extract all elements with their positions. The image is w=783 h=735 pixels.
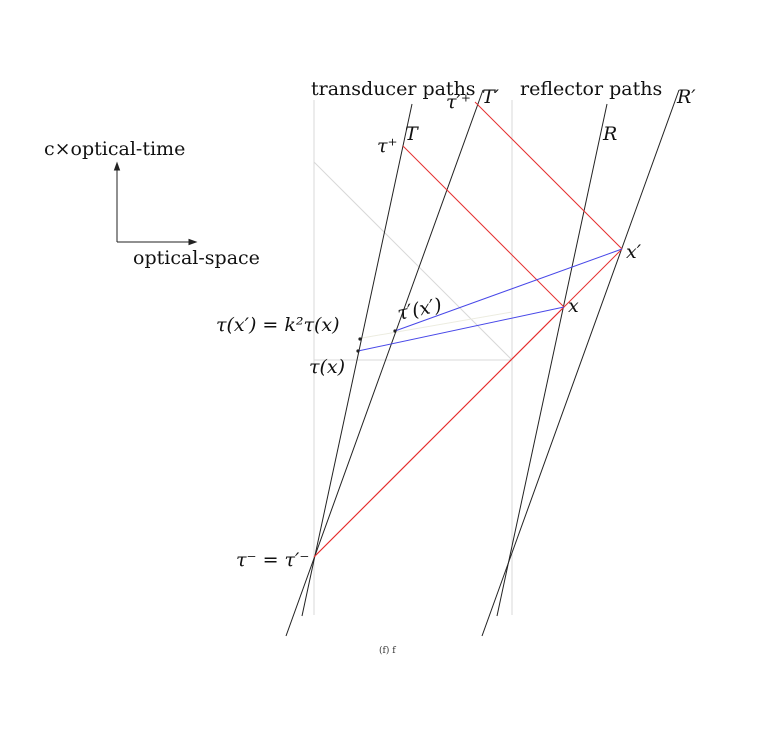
event-tau-x bbox=[356, 349, 360, 353]
signal-back-from-x-prime bbox=[474, 101, 623, 250]
signal-out-to-x-prime bbox=[313, 248, 623, 558]
tau-x-label: τ(x) bbox=[309, 356, 345, 378]
worldline-T-prime bbox=[285, 89, 484, 637]
tau-minus-equation: τ⁻ = τ′⁻ bbox=[236, 549, 309, 571]
worldline-R bbox=[496, 103, 608, 617]
simultaneity-lines bbox=[357, 248, 623, 352]
optical-time-label: c×optical-time bbox=[44, 138, 185, 160]
x-prime-label: x′ bbox=[626, 241, 642, 263]
R-label: R bbox=[602, 123, 617, 145]
transducer-paths-label: transducer paths bbox=[311, 78, 476, 100]
R-prime-label: R′ bbox=[676, 86, 696, 108]
reflector-paths-label: reflector paths bbox=[520, 78, 662, 100]
guide-faint-diagonal bbox=[361, 311, 513, 339]
space-axis-arrowhead bbox=[188, 238, 198, 246]
background-guides bbox=[313, 100, 513, 615]
tau-x-prime-equation: τ(x′) = k²τ(x) bbox=[216, 314, 340, 336]
time-axis-arrowhead bbox=[113, 161, 121, 171]
tau-prime-x-prime-label: τ′(x′) bbox=[395, 294, 443, 325]
optical-space-label: optical-space bbox=[133, 247, 260, 269]
worldline-T bbox=[301, 103, 413, 617]
T-label: T bbox=[405, 123, 419, 145]
figure-caption: (f) f bbox=[379, 645, 396, 656]
T-prime-label: T′ bbox=[482, 86, 500, 108]
simultaneity-x-prime bbox=[394, 248, 623, 332]
worldlines bbox=[285, 89, 680, 637]
tau-prime-plus-label: τ′⁺ bbox=[446, 91, 471, 113]
tau-plus-label: τ⁺ bbox=[377, 135, 398, 157]
event-tau-x-prime bbox=[358, 337, 362, 341]
worldline-R-prime bbox=[481, 89, 680, 637]
axes bbox=[113, 161, 198, 246]
event-dots bbox=[356, 329, 397, 353]
signal-back-from-x bbox=[402, 145, 565, 308]
x-label: x bbox=[568, 295, 579, 317]
light-signals bbox=[313, 101, 623, 558]
guide-diagonal bbox=[313, 161, 513, 361]
event-tau-prime-x-prime bbox=[393, 329, 397, 333]
simultaneity-x bbox=[357, 306, 565, 352]
